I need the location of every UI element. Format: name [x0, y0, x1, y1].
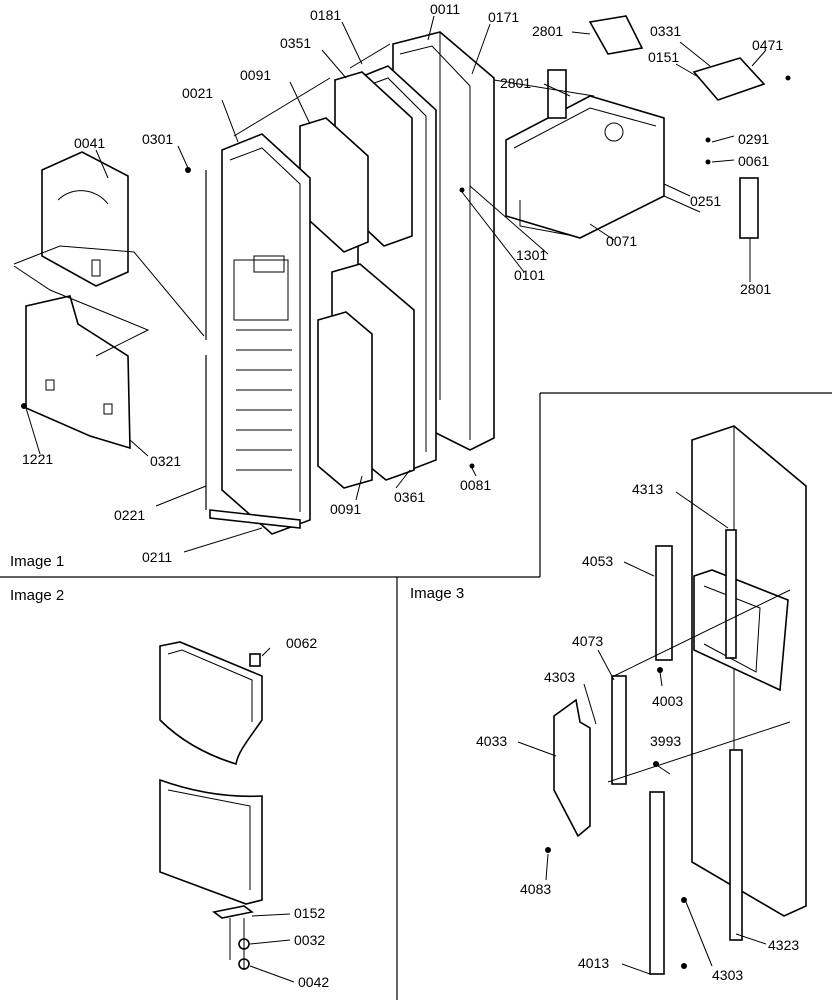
- part-label: 0042: [298, 974, 329, 990]
- part-label: 0032: [294, 932, 325, 948]
- hinge-0152: [212, 905, 254, 919]
- pad-2801-mid: [547, 69, 567, 119]
- image1-title: Image 1: [10, 553, 64, 570]
- part-label: 0301: [142, 131, 173, 147]
- trim-4073: [611, 675, 627, 785]
- lower-door-frame: [159, 778, 263, 905]
- cover-4033: [553, 698, 591, 838]
- part-label: 4053: [582, 553, 613, 569]
- part-label: 2801: [532, 23, 563, 39]
- part-label: 4073: [572, 633, 603, 649]
- image3-title: Image 3: [410, 585, 464, 602]
- part-label: 4323: [768, 937, 799, 953]
- pad-2801-top: [588, 15, 644, 55]
- trim-4313: [725, 529, 737, 659]
- part-label: 4003: [652, 693, 683, 709]
- dispenser-housing-0041: [41, 151, 129, 287]
- part-label: 4303: [712, 967, 743, 983]
- top-cover-0331: [692, 57, 766, 101]
- part-label: 3993: [650, 733, 681, 749]
- part-label: 0151: [648, 49, 679, 65]
- part-label: 0251: [690, 193, 721, 209]
- panel-borders: [0, 392, 832, 1000]
- cap-0062: [249, 653, 261, 667]
- part-label: 0211: [142, 549, 172, 565]
- part-label: 0011: [430, 1, 460, 17]
- part-label: 0021: [182, 85, 213, 101]
- insulation-0321: [25, 295, 131, 450]
- part-label: 0081: [460, 477, 491, 493]
- part-label: 1221: [22, 451, 53, 467]
- image3-drawing: [517, 425, 807, 975]
- part-label: 0221: [114, 507, 145, 523]
- door-panel-0221: [221, 133, 311, 535]
- part-label: 4033: [476, 733, 507, 749]
- part-label: 0152: [294, 905, 325, 921]
- part-label: 0091: [240, 67, 271, 83]
- trim-4053: [655, 545, 673, 661]
- part-label: 4303: [544, 669, 575, 685]
- part-label: 4083: [520, 881, 551, 897]
- part-label: 0321: [150, 453, 181, 469]
- trim-4013: [649, 791, 665, 975]
- part-label: 0181: [310, 7, 341, 23]
- image2-drawing: [159, 641, 295, 983]
- part-label: 4313: [632, 481, 663, 497]
- part-label: 0071: [606, 233, 637, 249]
- part-label: 0171: [488, 9, 519, 25]
- image1-drawing: [13, 15, 791, 553]
- image2-title: Image 2: [10, 587, 64, 604]
- part-label: 0091: [330, 501, 361, 517]
- part-label: 1301: [516, 247, 547, 263]
- part-labels: 0011 0171 0181 2801 0331 0471 0351 0151 …: [22, 1, 799, 990]
- part-label: 0291: [738, 131, 769, 147]
- part-label: 0062: [286, 635, 317, 651]
- upper-door-frame: [159, 641, 263, 766]
- part-label: 0471: [752, 37, 783, 53]
- part-label: 0361: [394, 489, 425, 505]
- dispenser-recess: [693, 569, 789, 692]
- trim-0211: [209, 509, 301, 529]
- part-label: 0351: [280, 35, 311, 51]
- part-label: 0061: [738, 153, 769, 169]
- frame-0091-lower: [317, 311, 373, 489]
- part-label: 2801: [500, 75, 531, 91]
- trim-4323: [729, 749, 743, 941]
- rear-box-0071: [505, 95, 665, 239]
- pad-2801-right: [739, 177, 759, 239]
- part-label: 0101: [514, 267, 545, 283]
- part-label: 0041: [74, 135, 105, 151]
- part-label: 4013: [578, 955, 609, 971]
- part-label: 0331: [650, 23, 681, 39]
- part-label: 2801: [740, 281, 771, 297]
